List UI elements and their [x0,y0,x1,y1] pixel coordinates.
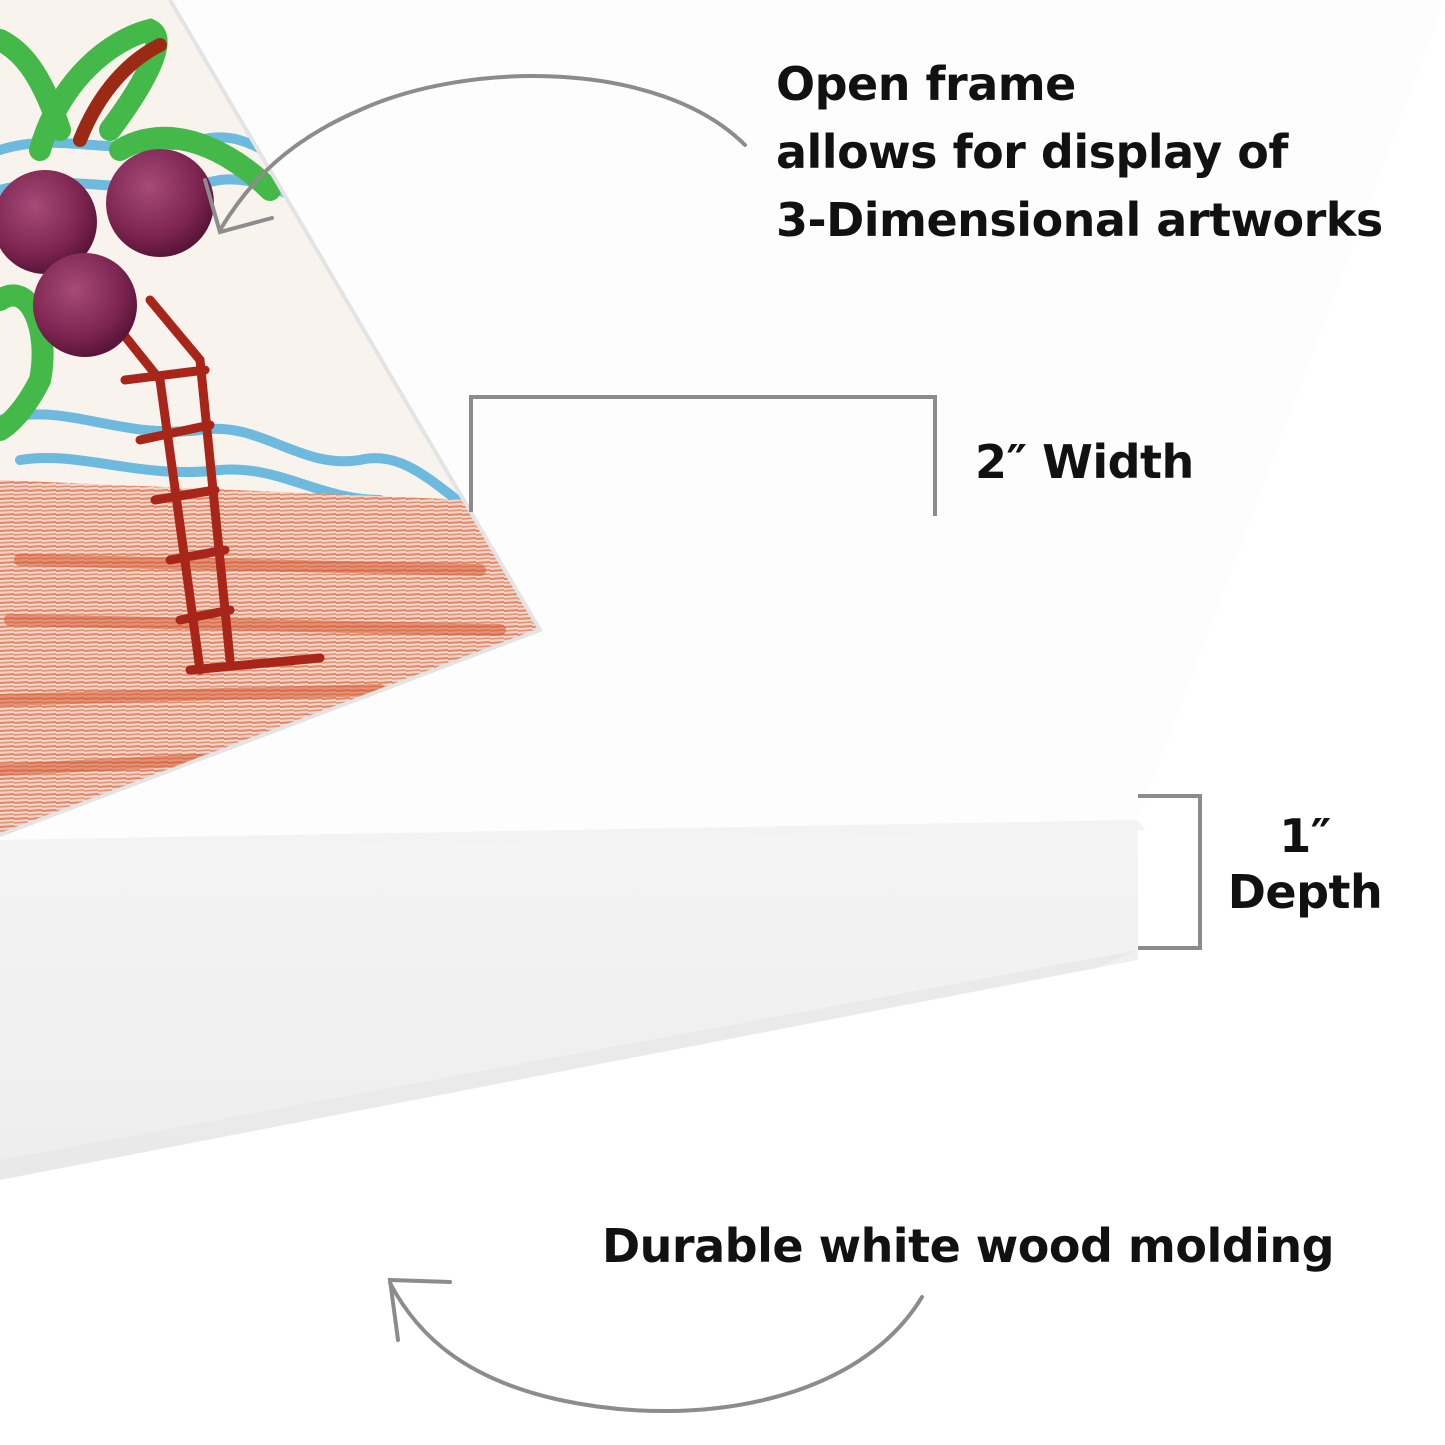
palm-trunk [115,295,325,675]
depth-label: Depth [1227,865,1383,919]
pompom [106,149,214,257]
depth-value: 1″ [1279,809,1331,863]
frame-face [0,0,1445,840]
open-frame-line-1: Open frame [776,57,1076,111]
open-frame-callout: Open frame allows for display of 3-Dimen… [776,50,1383,254]
width-bracket [469,395,937,516]
open-frame-line-3: 3-Dimensional artworks [776,193,1383,247]
artwork-drawing [0,0,540,840]
molding-arrow [387,1277,924,1414]
width-callout: 2″ Width [975,435,1194,489]
molding-callout: Durable white wood molding [602,1219,1335,1273]
open-frame-arrow [203,74,747,235]
pompom [0,170,97,274]
depth-bracket [1138,794,1202,950]
frame-opening-edge [0,0,543,837]
depth-callout: 1″ Depth [1215,808,1395,920]
palm-leaves [0,18,281,441]
open-frame-line-2: allows for display of [776,125,1288,179]
pompom [33,253,137,357]
